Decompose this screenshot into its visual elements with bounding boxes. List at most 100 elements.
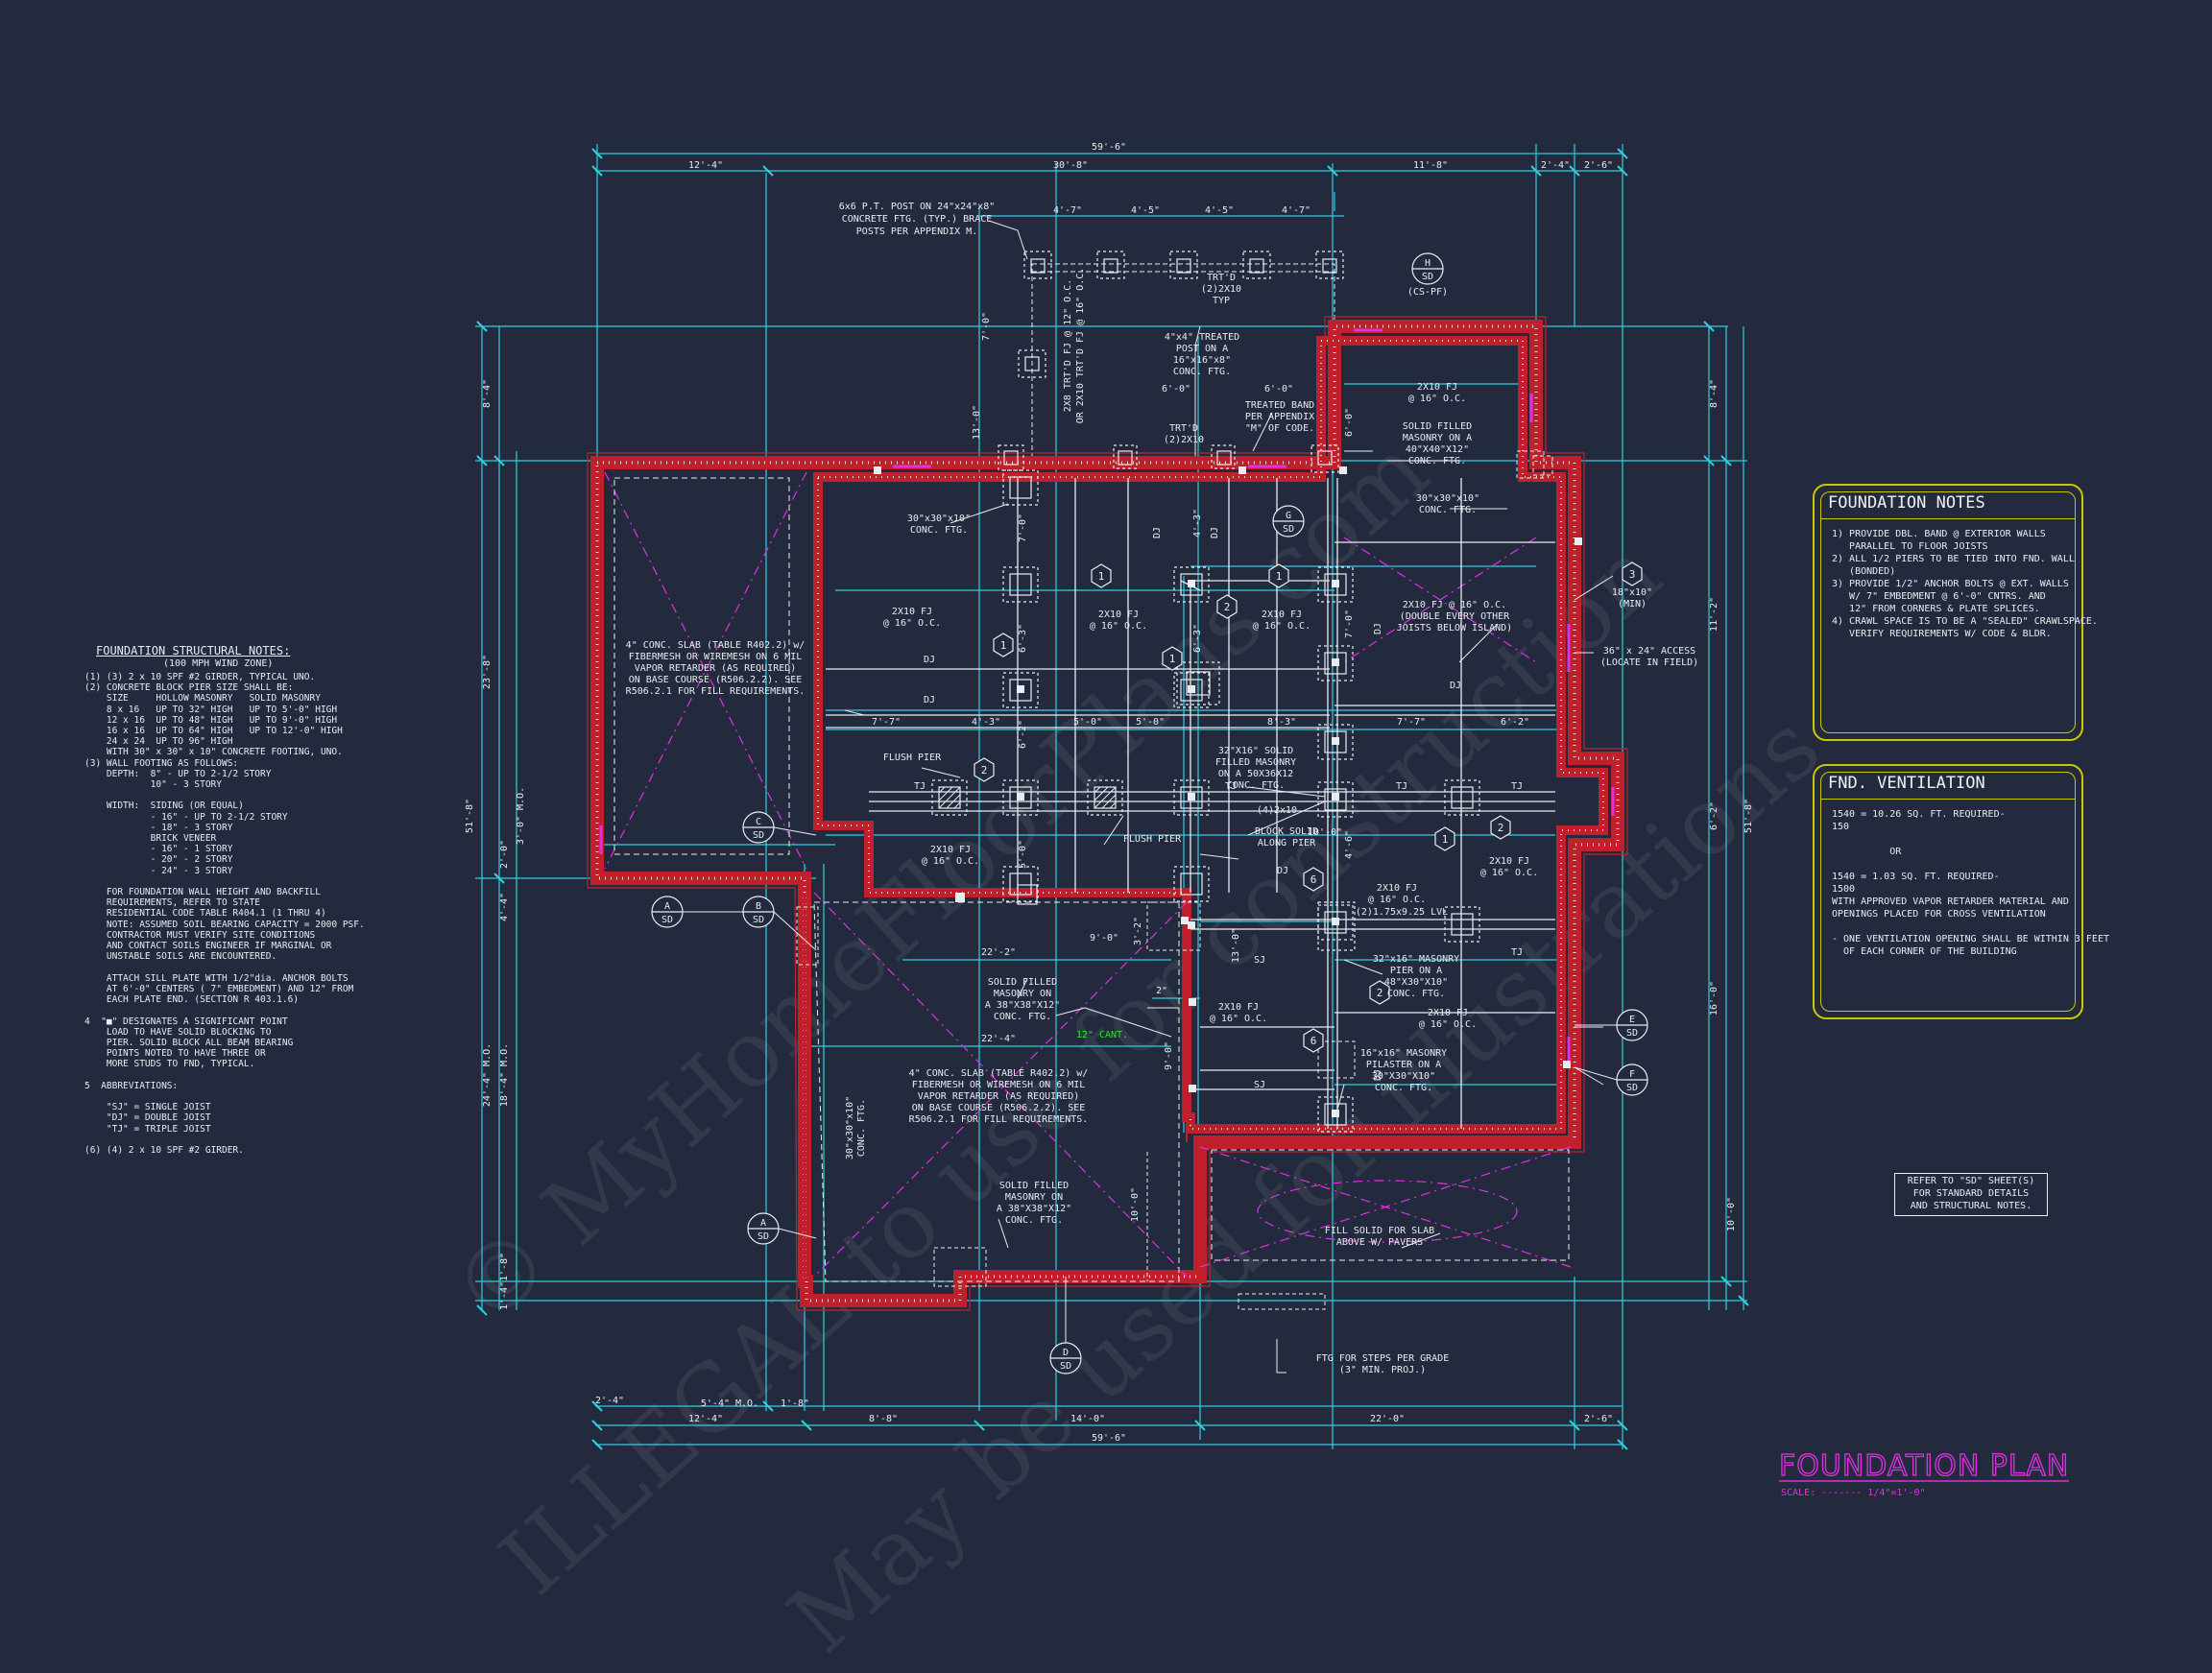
annotation-dj: DJ — [1277, 866, 1288, 876]
hex-tags — [974, 562, 1643, 1053]
refer-note-line: AND STRUCTURAL NOTES. — [1910, 1201, 2032, 1211]
annotation-fj-double: JOISTS BELOW ISLAND) — [1397, 623, 1512, 633]
annotation-steps: FTG FOR STEPS PER GRADE — [1316, 1353, 1449, 1364]
hex-tag-labels: 1 1 1 1 1 2 2 2 2 3 6 6 — [981, 568, 1636, 1047]
dim-text: 2'-4" — [1541, 160, 1570, 171]
annotation-tj: TJ — [1511, 947, 1523, 958]
dim-text: 4'-7" — [1053, 205, 1082, 216]
annotation-band: TREATED BAND — [1245, 400, 1314, 411]
dim-text: 22'-0" — [1370, 1414, 1405, 1424]
annotation-slab: ON BASE COURSE (R506.2.2). SEE — [912, 1103, 1086, 1113]
annotation-trtd: (2)2X10 — [1201, 284, 1241, 295]
section-tag-bottom: SD — [753, 830, 764, 841]
leader-lines — [844, 220, 1614, 1374]
dim-text: 23'-8" — [482, 655, 493, 689]
annotation-solid-masonry: CONC. FTG. — [994, 1012, 1051, 1022]
section-tag-top: E — [1629, 1015, 1635, 1025]
section-tag-top: D — [1063, 1348, 1069, 1358]
annotation-slab: FIBERMESH OR WIREMESH ON 6 MIL — [629, 652, 803, 662]
annotation-slab: 4" CONC. SLAB (TABLE R402.2) w/ — [909, 1068, 1089, 1079]
annotation-access: (LOCATE IN FIELD) — [1600, 657, 1698, 668]
dim-text: 7'-0" — [981, 312, 992, 341]
annotation-fj: 2X10 FJ — [1377, 883, 1417, 894]
annotation-solid-masonry: CONC. FTG. — [1005, 1215, 1063, 1226]
annotation-fj: @ 16" O.C. — [1480, 868, 1538, 878]
dim-text: 51'-8" — [1743, 799, 1754, 833]
dim-text: 2'-6" — [1584, 1414, 1613, 1424]
refer-note: REFER TO "SD" SHEET(S) FOR STANDARD DETA… — [1894, 1173, 2048, 1216]
annotation-solid-masonry: MASONRY ON — [1005, 1192, 1063, 1203]
dim-text: 10'-0" — [1130, 1187, 1141, 1222]
annotation-pilaster: 16"x16" MASONRY — [1360, 1048, 1447, 1059]
annotation-solid-masonry: A 38"X38"X12" — [985, 1000, 1060, 1011]
dim-text: 22'-2" — [981, 947, 1016, 958]
dim-text: 6'-2" — [1709, 801, 1719, 830]
foundation-walls — [587, 316, 1628, 1311]
annotation-trtd-mid: TRT'D — [1169, 423, 1198, 434]
structural-notes-subheading: (100 MPH WIND ZONE) — [163, 658, 274, 669]
annotation-access: (MIN) — [1618, 599, 1647, 609]
dim-text: 1'-8" — [499, 1253, 510, 1281]
annotation-fj: @ 16" O.C. — [1253, 621, 1310, 632]
hex-tag-label: 1 — [1098, 570, 1105, 583]
dim-text: 4'-5" — [1131, 205, 1160, 216]
section-tag-top: G — [1286, 511, 1291, 521]
dim-text: 1'-8" — [781, 1398, 809, 1409]
annotation-flush-pier: FLUSH PIER — [883, 753, 942, 763]
section-tag-top: F — [1629, 1069, 1635, 1080]
annotation-access: 36" x 24" ACCESS — [1603, 646, 1695, 657]
annotation-tj: TJ — [914, 781, 926, 792]
floor-joists — [826, 478, 1555, 1129]
hex-tag-label: 6 — [1310, 1035, 1317, 1047]
annotation-fj: 2X10 FJ — [1428, 1008, 1468, 1018]
section-tag-bottom: SD — [1422, 272, 1433, 282]
ventilation-border — [1820, 772, 2076, 1012]
dim-text: 2" — [1156, 986, 1167, 996]
point-loads — [874, 466, 1582, 1117]
dim-text: 4'-4" — [499, 893, 510, 921]
annotation-block-solid: BLOCK SOLID — [1255, 826, 1318, 837]
annotation-ftg: 30"x30"x10" — [1416, 493, 1479, 504]
annotation-fj-double: 2X10 FJ @ 16" O.C. — [1403, 600, 1506, 610]
dim-text: 59'-6" — [1092, 1433, 1126, 1444]
dim-text: 5'-0" — [1018, 840, 1028, 869]
annotation-tj: TJ — [1225, 781, 1237, 792]
dim-text: 8'-3" — [1267, 717, 1296, 728]
hex-tag-label: 1 — [1442, 833, 1449, 846]
annotation-post4x4: 16"x16"x8" — [1173, 355, 1231, 366]
annotation-dj: DJ — [1152, 527, 1163, 538]
annotation-dj: DJ — [1373, 623, 1383, 634]
structural-notes: FOUNDATION STRUCTURAL NOTES: (100 MPH WI… — [84, 645, 373, 1156]
annotation-fj-double: (DOUBLE EVERY OTHER — [1400, 611, 1510, 622]
dim-text: 51'-8" — [465, 799, 475, 833]
annotation-slab: VAPOR RETARDER (AS REQUIRED) — [635, 663, 797, 674]
dim-text: 7'-0" — [1344, 609, 1355, 638]
annotation-sj: SJ — [1254, 955, 1265, 966]
ventilation-title: FND. VENTILATION — [1828, 774, 1985, 793]
dimension-lines — [475, 144, 1749, 1450]
dim-text: 8'-8" — [869, 1414, 898, 1424]
annotation-ftg: CONC. FTG. — [856, 1099, 867, 1157]
dim-text: 5'-4" M.O. — [701, 1398, 758, 1409]
annotation-pilaster: PILASTER ON A — [1366, 1060, 1441, 1070]
annotation-masonry-pier: PIER ON A — [1390, 966, 1442, 976]
dim-text: 3'-2" — [1133, 917, 1143, 945]
plan-annotations: 6x6 P.T. POST ON 24"x24"x8" CONCRETE FTG… — [626, 202, 1699, 1375]
annotation-lvl: (2)1.75x9.25 LVL — [1356, 907, 1448, 918]
section-tag-bottom: SD — [1060, 1361, 1071, 1372]
section-tag-note: (CS-PF) — [1407, 287, 1448, 298]
section-tag-top: A — [664, 901, 670, 912]
annotation-fill-solid: FILL SOLID FOR SLAB — [1325, 1226, 1434, 1236]
annotation-masonry: ON A 50X36X12 — [1218, 769, 1293, 779]
annotation-slab: VAPOR RETARDER (AS REQUIRED) — [918, 1091, 1080, 1102]
annotation-dj: DJ — [924, 655, 935, 665]
annotation-fj: @ 16" O.C. — [1090, 621, 1147, 632]
annotation-post-note: CONCRETE FTG. (TYP.) BRACE — [842, 214, 993, 225]
annotation-ftg: 30"x30"x10" — [845, 1096, 855, 1159]
dim-text: 22'-4" — [981, 1034, 1016, 1044]
section-tag-top: A — [760, 1218, 766, 1229]
dim-text: 6'-0" — [1344, 408, 1355, 437]
dim-text: 5'-0" — [1073, 717, 1102, 728]
annotation-post4x4: POST ON A — [1176, 344, 1228, 354]
section-tag-top: H — [1425, 258, 1431, 269]
